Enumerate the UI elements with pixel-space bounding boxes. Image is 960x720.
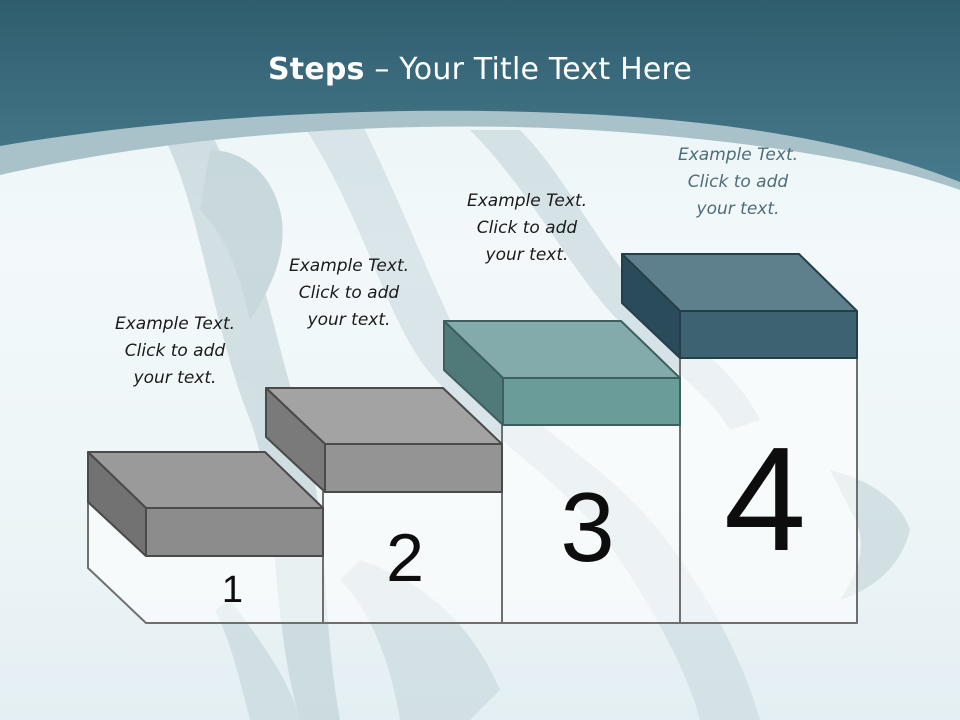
- caption-line: your text.: [307, 310, 391, 330]
- step-2-caption[interactable]: Example Text. Click to add your text.: [249, 253, 449, 334]
- caption-line: Example Text.: [677, 145, 799, 165]
- caption-line: Click to add: [124, 341, 226, 361]
- caption-line: Click to add: [687, 172, 789, 192]
- caption-line: your text.: [485, 245, 569, 265]
- step-4-caption[interactable]: Example Text. Click to add your text.: [638, 142, 838, 223]
- step-1-caption[interactable]: Example Text. Click to add your text.: [75, 311, 275, 392]
- step-3-block[interactable]: [443, 320, 681, 426]
- step-4-number: 4: [723, 417, 807, 582]
- step-3-caption[interactable]: Example Text. Click to add your text.: [427, 188, 627, 269]
- step-1-block[interactable]: [87, 451, 324, 557]
- caption-line: Example Text.: [114, 314, 236, 334]
- step-2-number: 2: [386, 520, 424, 596]
- title-rest: – Your Title Text Here: [364, 52, 693, 87]
- step-3-number: 3: [560, 472, 615, 582]
- caption-line: Example Text.: [288, 256, 410, 276]
- caption-line: your text.: [696, 199, 780, 219]
- title-bold: Steps: [267, 52, 365, 87]
- slide-title[interactable]: Steps – Your Title Text Here: [0, 52, 960, 87]
- step-1-number: 1: [221, 569, 244, 611]
- caption-line: Example Text.: [466, 191, 588, 211]
- step-4-block[interactable]: [621, 253, 858, 359]
- header-bar: [0, 0, 960, 182]
- caption-line: your text.: [133, 368, 217, 388]
- caption-line: Click to add: [476, 218, 578, 238]
- caption-line: Click to add: [298, 283, 400, 303]
- step-2-block[interactable]: [265, 387, 503, 493]
